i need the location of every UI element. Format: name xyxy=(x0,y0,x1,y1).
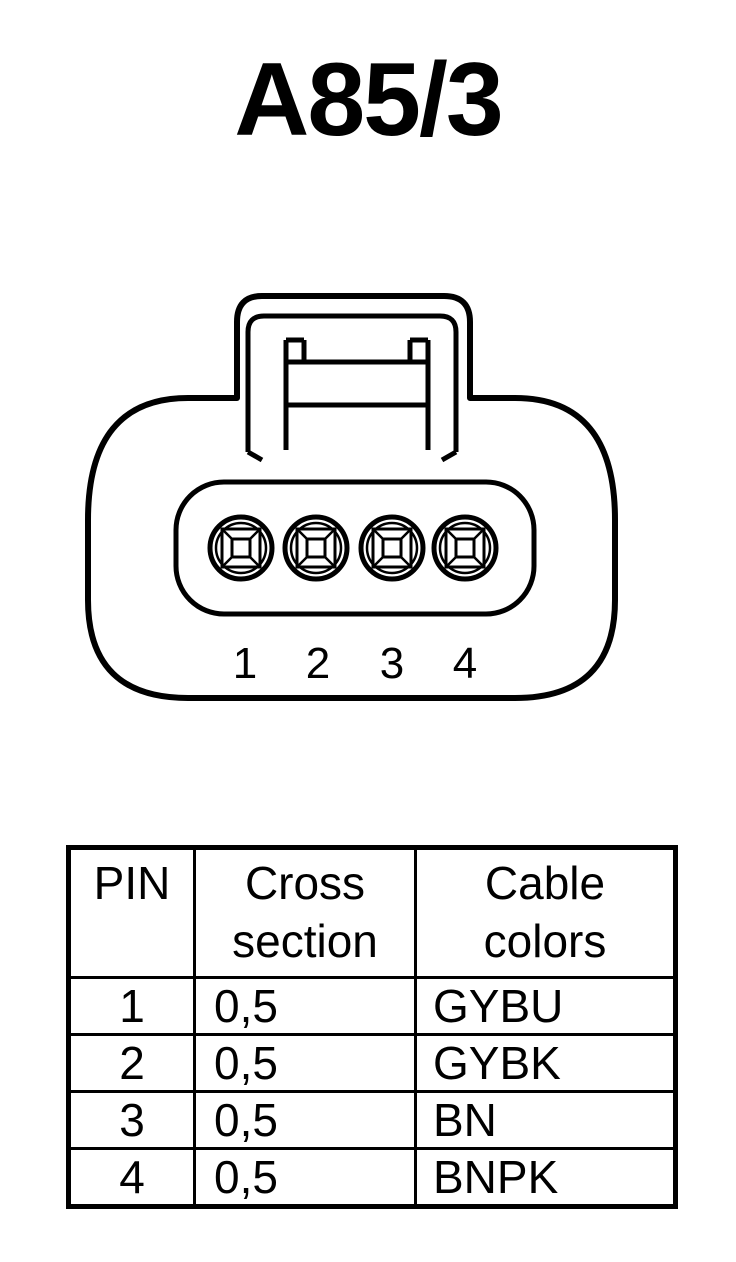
cell-cable-color: BN xyxy=(414,1090,677,1150)
cell-pin: 1 xyxy=(67,976,196,1036)
connector-diagram: 1 2 3 4 xyxy=(85,293,618,701)
cell-cross-section: 0,5 xyxy=(193,1147,417,1208)
pin-terminal-1 xyxy=(207,514,275,582)
connector-title: A85/3 xyxy=(234,42,504,158)
header-cable-colors: Cable colors xyxy=(414,846,677,979)
cell-pin: 3 xyxy=(67,1090,196,1150)
pin-number-1: 1 xyxy=(233,639,257,688)
cell-cross-section: 0,5 xyxy=(193,976,417,1036)
pin-assignment-table: PIN Cross section Cable colors 1 0,5 GYB… xyxy=(66,845,678,1209)
pin-terminal-2 xyxy=(282,514,350,582)
cell-cross-section: 0,5 xyxy=(193,1033,417,1093)
pin-number-2: 2 xyxy=(306,639,330,688)
cell-cable-color: BNPK xyxy=(414,1147,677,1208)
table-row: 4 0,5 BNPK xyxy=(67,1147,677,1208)
cell-cross-section: 0,5 xyxy=(193,1090,417,1150)
cell-pin: 2 xyxy=(67,1033,196,1093)
header-pin: PIN xyxy=(67,846,196,979)
table-row: 3 0,5 BN xyxy=(67,1090,677,1150)
pin-number-4: 4 xyxy=(453,639,477,688)
pin-terminal-3 xyxy=(358,514,426,582)
pin-cavity-frame xyxy=(173,479,537,617)
pin-group xyxy=(207,514,499,582)
table-header-row: PIN Cross section Cable colors xyxy=(67,846,677,979)
table-row: 2 0,5 GYBK xyxy=(67,1033,677,1093)
table-row: 1 0,5 GYBU xyxy=(67,976,677,1036)
pin-terminal-4 xyxy=(431,514,499,582)
connector-housing xyxy=(85,293,618,701)
cell-cable-color: GYBU xyxy=(414,976,677,1036)
cell-pin: 4 xyxy=(67,1147,196,1208)
pin-number-3: 3 xyxy=(380,639,404,688)
cell-cable-color: GYBK xyxy=(414,1033,677,1093)
connector-latch xyxy=(245,313,459,463)
header-cross-section: Cross section xyxy=(193,846,417,979)
